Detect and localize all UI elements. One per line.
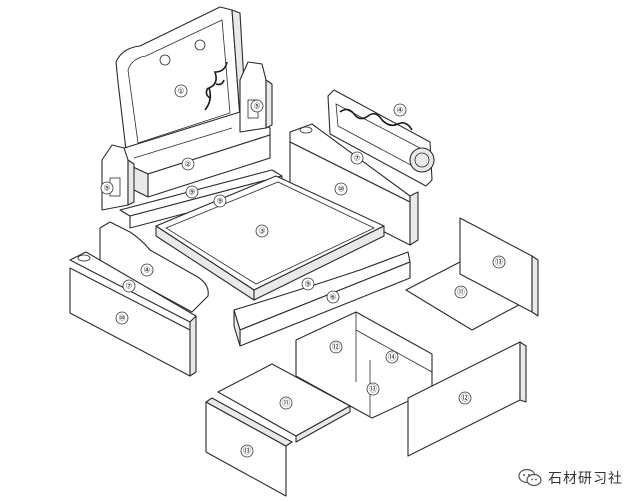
callout-12b: ⑫	[458, 391, 472, 405]
right-pillar	[239, 61, 273, 133]
callout-3: ③	[255, 224, 269, 238]
callout-label: ⑨	[304, 280, 311, 289]
callout-12: ⑫	[329, 340, 343, 354]
callout-10: ⑩	[334, 182, 348, 196]
callout-2: ②	[181, 157, 195, 171]
callout-label: ①	[177, 87, 184, 96]
callout-label: ⑨	[188, 188, 195, 197]
callout-10b: ⑩	[115, 311, 129, 325]
callout-11b: ⑪	[279, 396, 293, 410]
back-slab	[289, 123, 419, 246]
center-platform	[155, 175, 385, 301]
callout-13c: ⑬	[240, 444, 254, 458]
callout-label: ⑩	[118, 314, 125, 323]
callout-label: ⑦	[353, 154, 360, 163]
callout-label: ⑨	[216, 197, 223, 206]
callout-7: ⑦	[350, 151, 364, 165]
decorative-panel	[327, 89, 435, 187]
callout-label: ④	[143, 266, 150, 275]
callout-13b: ⑬	[366, 382, 380, 396]
callout-9: ⑨	[185, 185, 199, 199]
callout-4: ④	[393, 103, 407, 117]
callout-label: ③	[258, 227, 265, 236]
callout-label: ⑪	[282, 399, 290, 408]
callout-label: ⑫	[461, 394, 469, 403]
wechat-icon	[518, 468, 542, 487]
callout-9c: ⑨	[301, 277, 315, 291]
callout-label: ⑩	[337, 185, 344, 194]
callout-label: ⑬	[495, 258, 503, 267]
callout-4b: ④	[140, 263, 154, 277]
callout-6: ⑥	[326, 290, 340, 304]
callout-5: ⑤	[100, 181, 114, 195]
callout-label: ⑤	[253, 102, 260, 111]
callout-11: ⑪	[454, 285, 468, 299]
callout-14: ⑭	[385, 350, 399, 364]
callout-label: ②	[184, 160, 191, 169]
callout-9b: ⑨	[213, 194, 227, 208]
front-slab	[233, 251, 411, 347]
callout-label: ⑬	[243, 447, 251, 456]
callout-1: ①	[174, 84, 188, 98]
watermark: 石材研习社	[518, 468, 623, 488]
callout-label: ⑥	[329, 293, 336, 302]
callout-5b: ⑤	[250, 99, 264, 113]
right-box	[295, 217, 539, 457]
callout-label: ⑤	[103, 184, 110, 193]
callout-label: ⑫	[332, 343, 340, 352]
callout-label: ⑪	[457, 288, 465, 297]
callout-label: ⑬	[369, 385, 377, 394]
callout-7b: ⑦	[122, 279, 136, 293]
callout-label: ⑭	[388, 353, 396, 362]
callout-label: ④	[396, 106, 403, 115]
stele-tablet	[115, 6, 247, 153]
watermark-text: 石材研习社	[548, 471, 623, 487]
callout-13: ⑬	[492, 255, 506, 269]
callout-label: ⑦	[125, 282, 132, 291]
